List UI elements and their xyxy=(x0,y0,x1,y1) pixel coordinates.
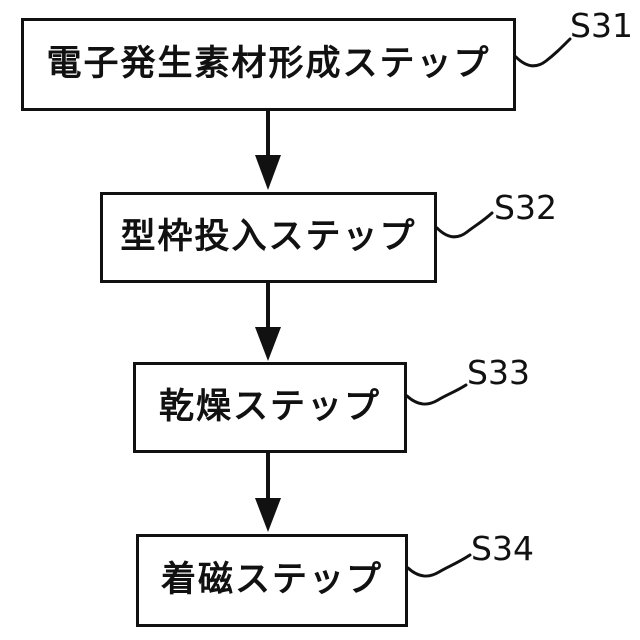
leader-line-s34 xyxy=(406,553,472,578)
step-box-s32-label: 型枠投入ステップ xyxy=(120,217,417,257)
leader-line-s33 xyxy=(405,383,468,406)
flow-arrow-2 xyxy=(255,283,281,361)
flow-arrow-1 xyxy=(255,111,281,190)
step-box-s32: 型枠投入ステップ xyxy=(100,192,437,283)
ref-label-s31: S31 xyxy=(570,6,633,45)
step-box-s34-label: 着磁ステップ xyxy=(160,560,383,600)
flow-arrow-3 xyxy=(255,453,281,532)
step-box-s34: 着磁ステップ xyxy=(136,534,408,627)
ref-label-s33: S33 xyxy=(467,353,530,392)
step-box-s31: 電子発生素材形成ステップ xyxy=(21,18,516,111)
step-box-s31-label: 電子発生素材形成ステップ xyxy=(46,44,491,84)
step-box-s33: 乾燥ステップ xyxy=(133,362,407,453)
leader-line-s32 xyxy=(435,211,494,239)
ref-label-s34: S34 xyxy=(471,529,534,568)
leader-line-s31 xyxy=(514,37,572,68)
step-box-s33-label: 乾燥ステップ xyxy=(158,387,381,427)
ref-label-s32: S32 xyxy=(494,188,557,227)
